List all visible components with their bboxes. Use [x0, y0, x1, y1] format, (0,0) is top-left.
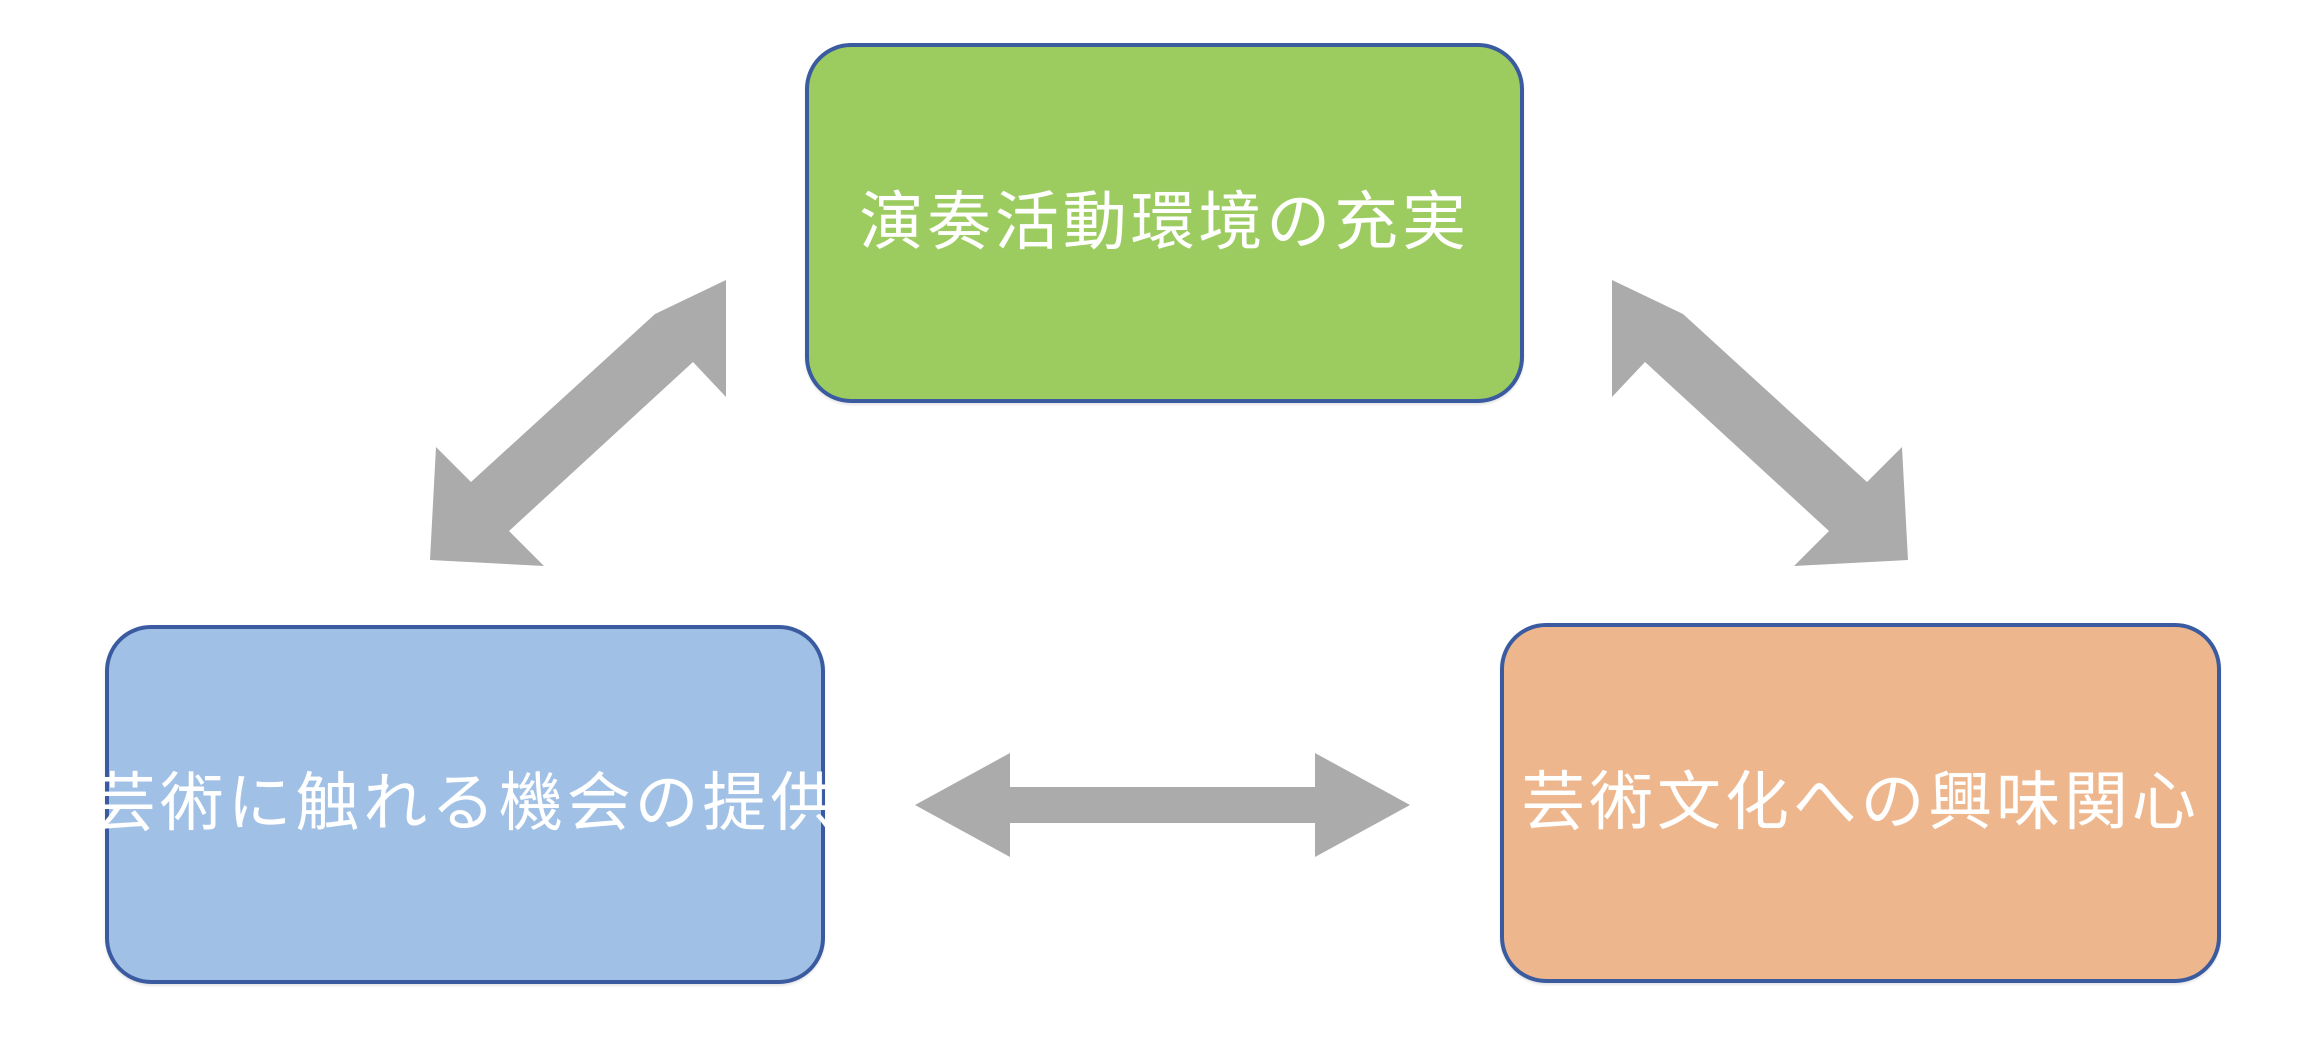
connector-left-to-top[interactable] [430, 270, 750, 570]
node-right-label: 芸術文化への興味関心 [1521, 766, 2200, 838]
node-art-interest[interactable]: 芸術文化への興味関心 [1500, 623, 2221, 983]
node-left-label: 芸術に触れる機会の提供 [91, 768, 839, 840]
node-top-label: 演奏活動環境の充実 [859, 186, 1470, 258]
node-art-opportunity[interactable]: 芸術に触れる機会の提供 [92, 625, 834, 984]
double-headed-arrow-shape [430, 280, 726, 566]
double-headed-arrow-shape [1612, 280, 1908, 566]
connector-left-to-right[interactable] [915, 745, 1410, 865]
double-headed-arrow-shape [915, 753, 1410, 857]
connector-top-to-right[interactable] [1588, 270, 1908, 570]
node-performance-environment[interactable]: 演奏活動環境の充実 [805, 43, 1524, 403]
